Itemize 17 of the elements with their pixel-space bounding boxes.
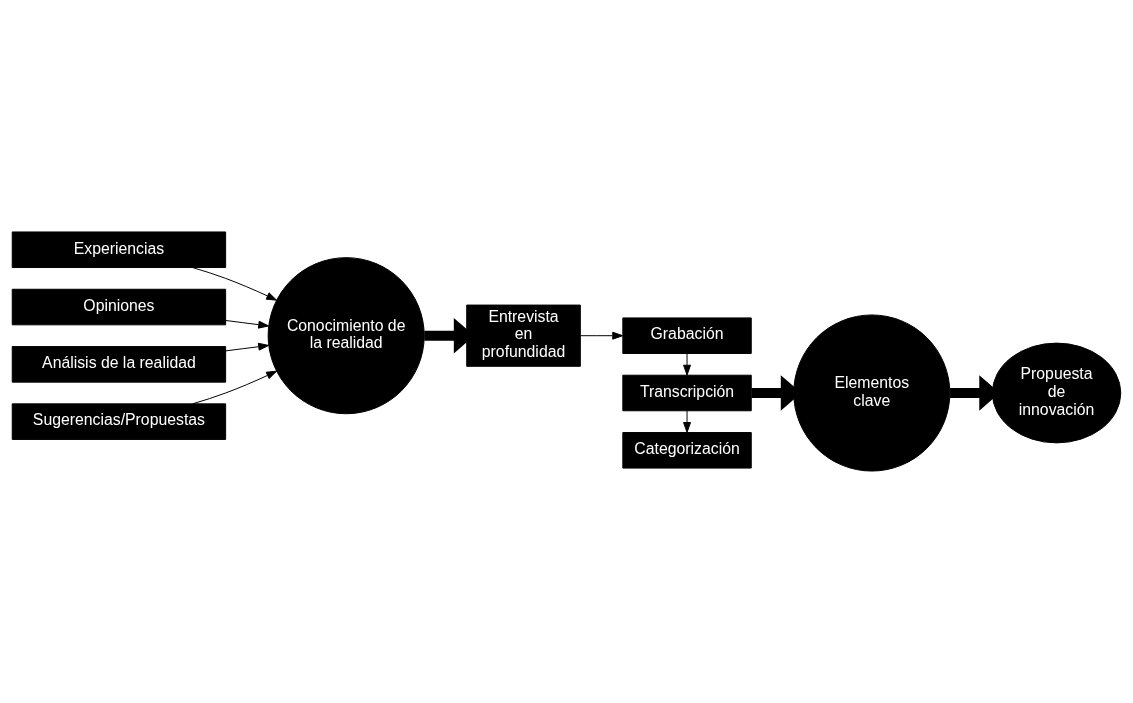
node-box: Entrevista en profundidad: [466, 304, 581, 367]
node-ellipse: Propuesta de innovación: [991, 342, 1122, 444]
arrow: [683, 410, 691, 433]
arrow: [192, 370, 278, 405]
node-box: Grabación: [622, 317, 752, 354]
node-box: Categorización: [622, 432, 752, 469]
node-box: Experiencias: [11, 231, 227, 268]
arrow: [580, 331, 624, 340]
node-box: Opiniones: [11, 288, 227, 326]
node-box: Análisis de la realidad: [11, 346, 227, 383]
node-circle: Elementos clave: [793, 314, 951, 472]
arrow: [683, 353, 691, 376]
node-box: Sugerencias/Propuestas: [11, 403, 227, 440]
node-box: Transcripción: [622, 374, 752, 412]
arrow: [192, 267, 278, 301]
arrow: [225, 320, 270, 329]
arrow: [225, 342, 270, 352]
